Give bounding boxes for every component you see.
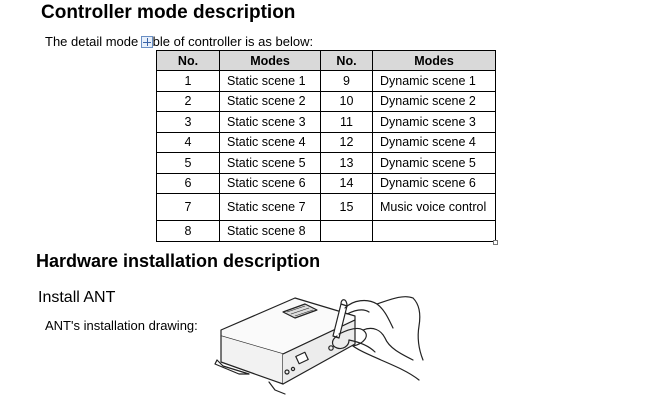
cell-no: 13 [320, 152, 373, 174]
table-header-row: No. Modes No. Modes [156, 50, 496, 71]
table-row: 5 Static scene 5 13 Dynamic scene 5 [156, 152, 496, 174]
cell-mode: Static scene 5 [219, 152, 321, 174]
cell-mode: Dynamic scene 3 [372, 111, 496, 133]
cell-mode: Dynamic scene 5 [372, 152, 496, 174]
cell-mode: Static scene 6 [219, 172, 321, 194]
header-no-2: No. [320, 50, 373, 71]
section-heading-hardware-installation: Hardware installation description [36, 251, 321, 271]
cell-mode: Dynamic scene 4 [372, 131, 496, 153]
cell-mode: Dynamic scene 1 [372, 70, 496, 92]
cell-no: 4 [156, 131, 220, 153]
cell-mode: Dynamic scene 6 [372, 172, 496, 194]
cell-mode: Dynamic scene 2 [372, 90, 496, 112]
cell-no: 11 [320, 111, 373, 133]
cell-mode: Music voice control [372, 193, 496, 221]
cell-mode: Static scene 8 [219, 220, 321, 242]
table-row: 1 Static scene 1 9 Dynamic scene 1 [156, 70, 496, 92]
table-row: 4 Static scene 4 12 Dynamic scene 4 [156, 131, 496, 153]
cell-no: 12 [320, 131, 373, 153]
cell-no: 9 [320, 70, 373, 92]
intro-text: The detail mode table of controller is a… [45, 34, 314, 49]
cell-mode: Static scene 3 [219, 111, 321, 133]
cell-mode [372, 220, 496, 242]
cell-no: 14 [320, 172, 373, 194]
drawing-caption: ANT's installation drawing: [45, 318, 198, 333]
move-handle-icon[interactable] [141, 36, 153, 48]
cell-no: 10 [320, 90, 373, 112]
antenna-installation-drawing [214, 296, 424, 395]
cell-mode: Static scene 1 [219, 70, 321, 92]
cell-mode: Static scene 7 [219, 193, 321, 221]
cell-no [320, 220, 373, 242]
cell-no: 8 [156, 220, 220, 242]
cell-no: 1 [156, 70, 220, 92]
subheading-install-ant: Install ANT [38, 289, 116, 306]
cell-mode: Static scene 4 [219, 131, 321, 153]
resize-handle-icon[interactable] [493, 240, 498, 245]
header-modes-1: Modes [219, 50, 321, 71]
mode-table: No. Modes No. Modes 1 Static scene 1 9 D… [156, 50, 496, 242]
cell-no: 6 [156, 172, 220, 194]
cell-no: 15 [320, 193, 373, 221]
cell-no: 3 [156, 111, 220, 133]
cell-no: 7 [156, 193, 220, 221]
section-heading-controller-mode: Controller mode description [41, 2, 296, 23]
table-row: 3 Static scene 3 11 Dynamic scene 3 [156, 111, 496, 133]
cell-mode: Static scene 2 [219, 90, 321, 112]
table-row: 8 Static scene 8 [156, 220, 496, 242]
header-modes-2: Modes [372, 50, 496, 71]
cell-no: 2 [156, 90, 220, 112]
header-no-1: No. [156, 50, 220, 71]
table-row: 2 Static scene 2 10 Dynamic scene 2 [156, 90, 496, 112]
table-row: 7 Static scene 7 15 Music voice control [156, 193, 496, 221]
cell-no: 5 [156, 152, 220, 174]
table-row: 6 Static scene 6 14 Dynamic scene 6 [156, 172, 496, 194]
